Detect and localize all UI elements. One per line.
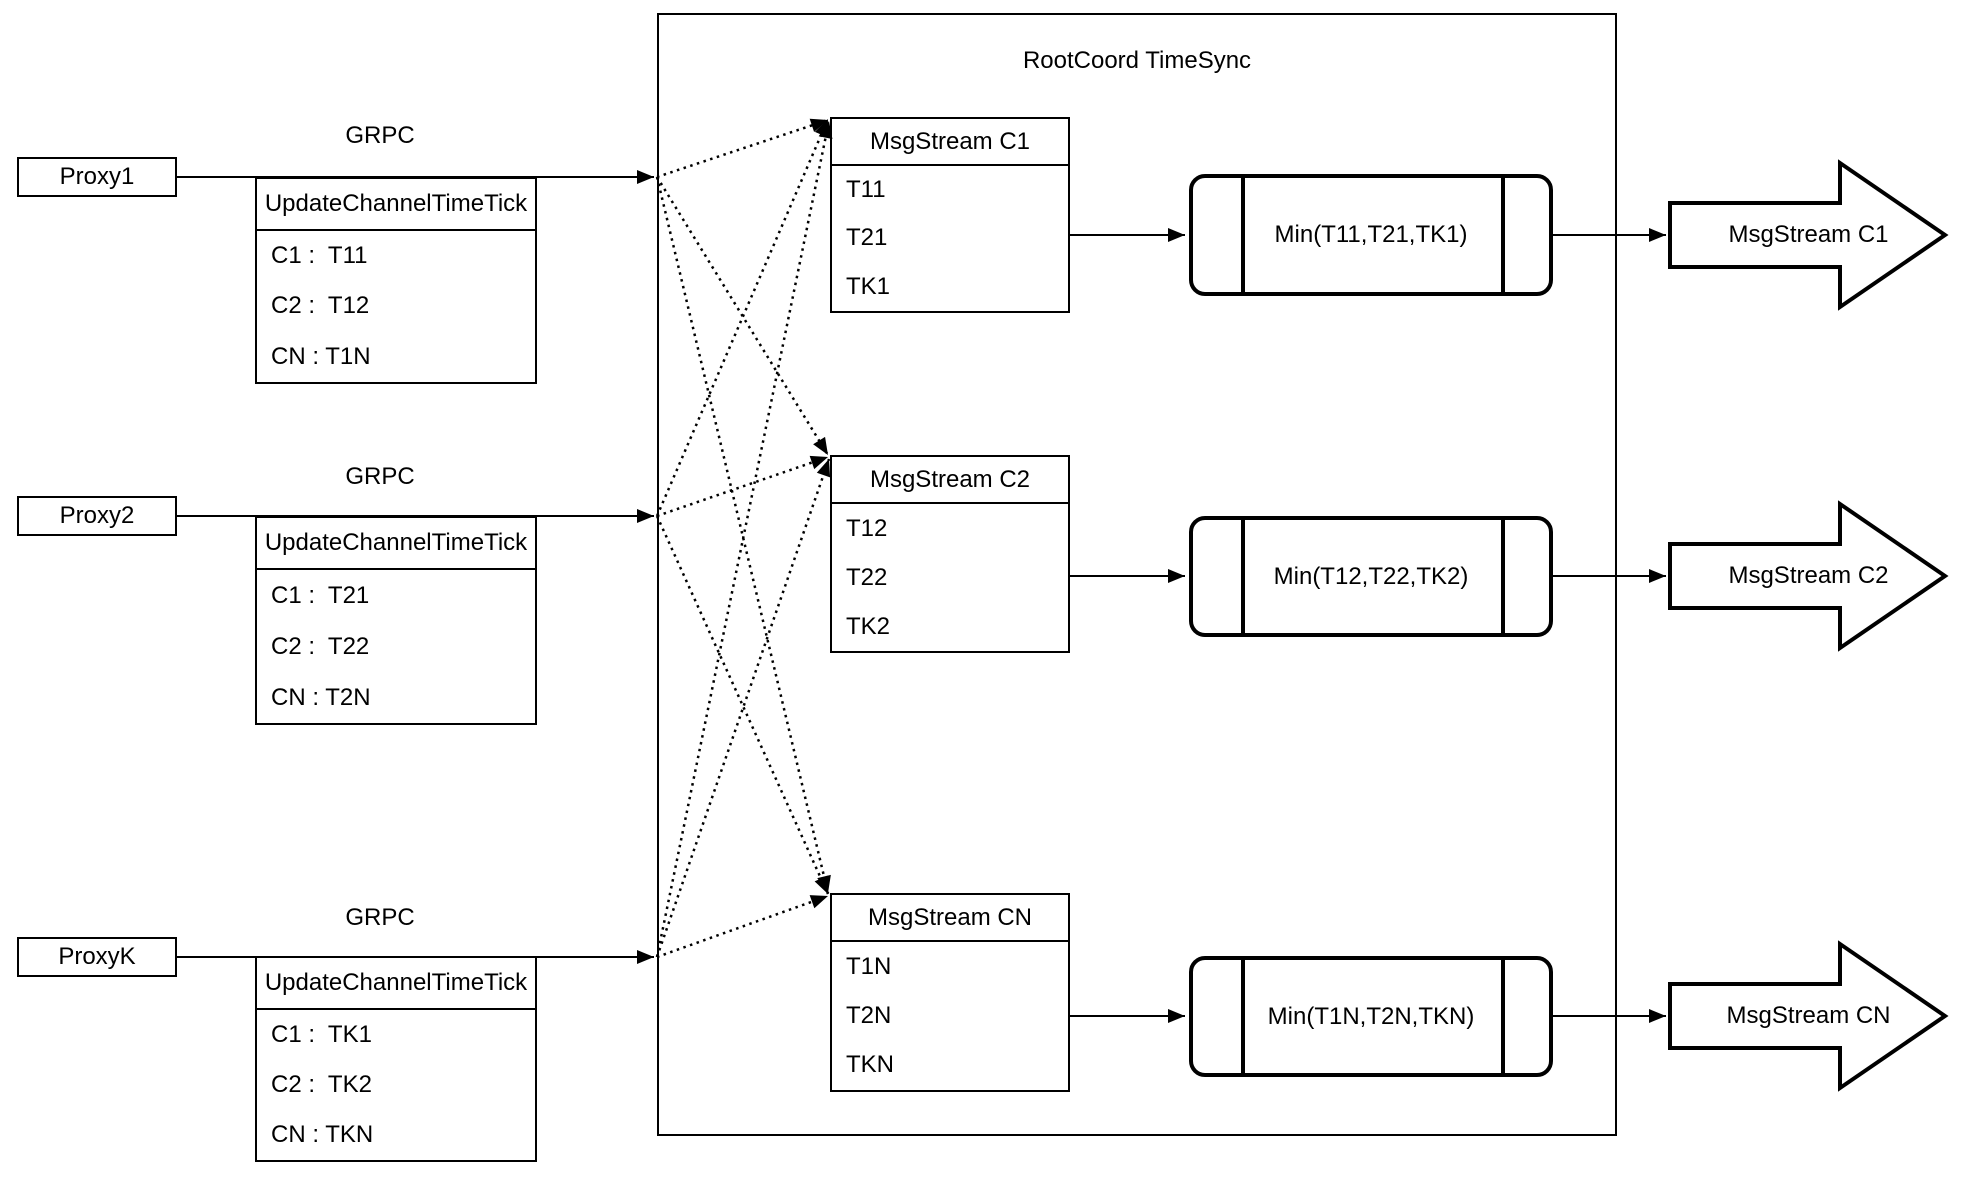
proxy1-box: Proxy1	[17, 157, 177, 197]
table-row: C1 : T21	[271, 581, 370, 609]
table-header: UpdateChannelTimeTick	[257, 518, 535, 570]
msgstream-cn-table: MsgStream CN T1N T2N TKN	[830, 893, 1070, 1092]
table-row: CN : T2N	[271, 683, 371, 711]
table-row: C2 : TK2	[271, 1071, 372, 1098]
table-row: C1 : TK1	[271, 1021, 372, 1048]
min-process-box-1: Min(T11,T21,TK1)	[1189, 174, 1553, 296]
table-row: T21	[846, 224, 888, 252]
table-body: C1 : T21 C2 : T22 CN : T2N	[257, 570, 535, 723]
table-body: C1 : TK1 C2 : TK2 CN : TKN	[257, 1010, 535, 1160]
proxyk-box: ProxyK	[17, 937, 177, 977]
output-block-arrow-1	[1668, 159, 1949, 311]
table-header: UpdateChannelTimeTick	[257, 958, 535, 1010]
table-row: CN : TKN	[271, 1121, 374, 1148]
msgstream-c2-table: MsgStream C2 T12 T22 TK2	[830, 455, 1070, 653]
output-block-arrow-2	[1668, 500, 1949, 652]
table-row: T12	[846, 514, 888, 542]
table-header: MsgStream C1	[832, 119, 1068, 166]
update-channel-timetick-table-2: UpdateChannelTimeTick C1 : T21 C2 : T22 …	[255, 516, 537, 725]
table-header: UpdateChannelTimeTick	[257, 179, 535, 231]
min-label: Min(T1N,T2N,TKN)	[1267, 1002, 1475, 1030]
msgstream-c1-table: MsgStream C1 T11 T21 TK1	[830, 117, 1070, 313]
process-divider	[1241, 178, 1245, 292]
table-header: MsgStream C2	[832, 457, 1068, 504]
table-header: MsgStream CN	[832, 895, 1068, 942]
min-label: Min(T12,T22,TK2)	[1273, 562, 1469, 590]
table-row: TK1	[846, 272, 891, 300]
grpc-label-row2: GRPC	[345, 463, 415, 490]
table-row: TK2	[846, 612, 891, 640]
table-row: T11	[846, 176, 886, 204]
output-arrow-label-2: MsgStream C2	[1728, 562, 1889, 589]
process-divider	[1501, 960, 1505, 1073]
table-body: T12 T22 TK2	[832, 504, 1068, 651]
update-channel-timetick-table-3: UpdateChannelTimeTick C1 : TK1 C2 : TK2 …	[255, 956, 537, 1162]
min-label: Min(T11,T21,TK1)	[1274, 221, 1468, 248]
table-body: C1 : T11 C2 : T12 CN : T1N	[257, 231, 535, 382]
process-divider	[1241, 960, 1245, 1073]
output-block-arrow-3	[1668, 940, 1949, 1092]
table-row: CN : T1N	[271, 342, 371, 370]
output-arrow-label-3: MsgStream CN	[1726, 1002, 1891, 1029]
grpc-label-row3: GRPC	[345, 904, 415, 931]
table-row: T2N	[846, 1001, 892, 1029]
proxy2-box: Proxy2	[17, 496, 177, 536]
process-divider	[1241, 520, 1245, 633]
table-row: C1 : T11	[271, 242, 368, 270]
table-row: C2 : T22	[271, 632, 370, 660]
process-divider	[1501, 178, 1505, 292]
grpc-label-row1: GRPC	[345, 122, 415, 149]
table-row: T22	[846, 563, 888, 591]
update-channel-timetick-table-1: UpdateChannelTimeTick C1 : T11 C2 : T12 …	[255, 177, 537, 384]
table-row: C2 : T12	[271, 292, 370, 320]
min-process-box-3: Min(T1N,T2N,TKN)	[1189, 956, 1553, 1077]
table-body: T11 T21 TK1	[832, 166, 1068, 311]
table-row: TKN	[846, 1051, 894, 1079]
min-process-box-2: Min(T12,T22,TK2)	[1189, 516, 1553, 637]
rootcoord-title: RootCoord TimeSync	[1022, 47, 1252, 74]
output-arrow-label-1: MsgStream C1	[1728, 221, 1889, 248]
process-divider	[1501, 520, 1505, 633]
table-body: T1N T2N TKN	[832, 942, 1068, 1090]
table-row: T1N	[846, 952, 892, 980]
